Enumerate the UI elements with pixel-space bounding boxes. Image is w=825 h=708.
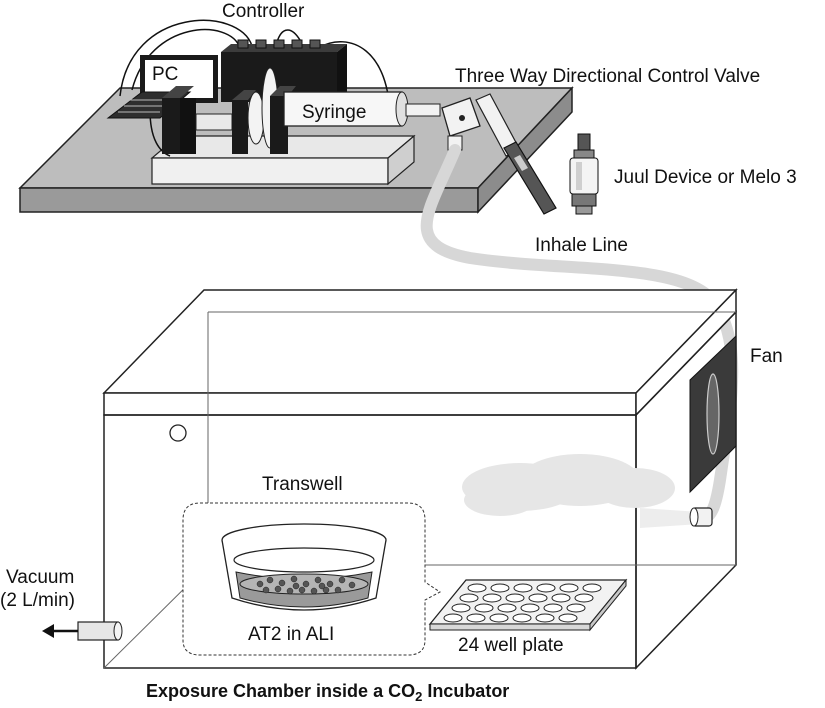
well-plate bbox=[428, 578, 628, 632]
transwell-label: Transwell bbox=[262, 474, 343, 495]
syringe-barrel bbox=[283, 91, 441, 127]
vacuum-port bbox=[77, 621, 123, 641]
valve-label: Three Way Directional Control Valve bbox=[455, 66, 760, 87]
caption-prefix: Exposure Chamber inside a CO bbox=[146, 681, 415, 701]
exposure-chamber bbox=[102, 288, 738, 670]
device-label: Juul Device or Melo 3 bbox=[614, 167, 797, 188]
plate-label: 24 well plate bbox=[458, 635, 564, 656]
fan bbox=[689, 334, 737, 494]
vacuum-arrow bbox=[42, 624, 78, 638]
cells-label: AT2 in ALI bbox=[248, 624, 334, 645]
vape-device-inline bbox=[503, 141, 557, 215]
caption-suffix: Incubator bbox=[422, 681, 509, 701]
fan-label: Fan bbox=[750, 346, 783, 367]
inhale-line-label: Inhale Line bbox=[535, 235, 628, 256]
caption-subscript: 2 bbox=[415, 689, 422, 703]
syringe-label: Syringe bbox=[302, 102, 366, 123]
smoke-cloud bbox=[462, 454, 700, 528]
vacuum-label-line2: (2 L/min) bbox=[0, 590, 75, 611]
vacuum-label-line1: Vacuum bbox=[6, 567, 74, 588]
outlet-nozzle bbox=[689, 507, 713, 527]
pump-rail bbox=[150, 134, 416, 186]
cell-cluster bbox=[256, 575, 356, 595]
inhale-line-tube bbox=[420, 144, 739, 524]
pc-label: PC bbox=[152, 64, 178, 85]
three-way-valve bbox=[441, 93, 521, 157]
figure-caption: Exposure Chamber inside a CO2 Incubator bbox=[146, 681, 509, 703]
chamber-port-circle bbox=[169, 424, 187, 442]
controller-label: Controller bbox=[222, 1, 305, 22]
wells bbox=[443, 583, 602, 623]
transwell bbox=[221, 523, 387, 611]
vape-device-icon bbox=[569, 133, 599, 215]
